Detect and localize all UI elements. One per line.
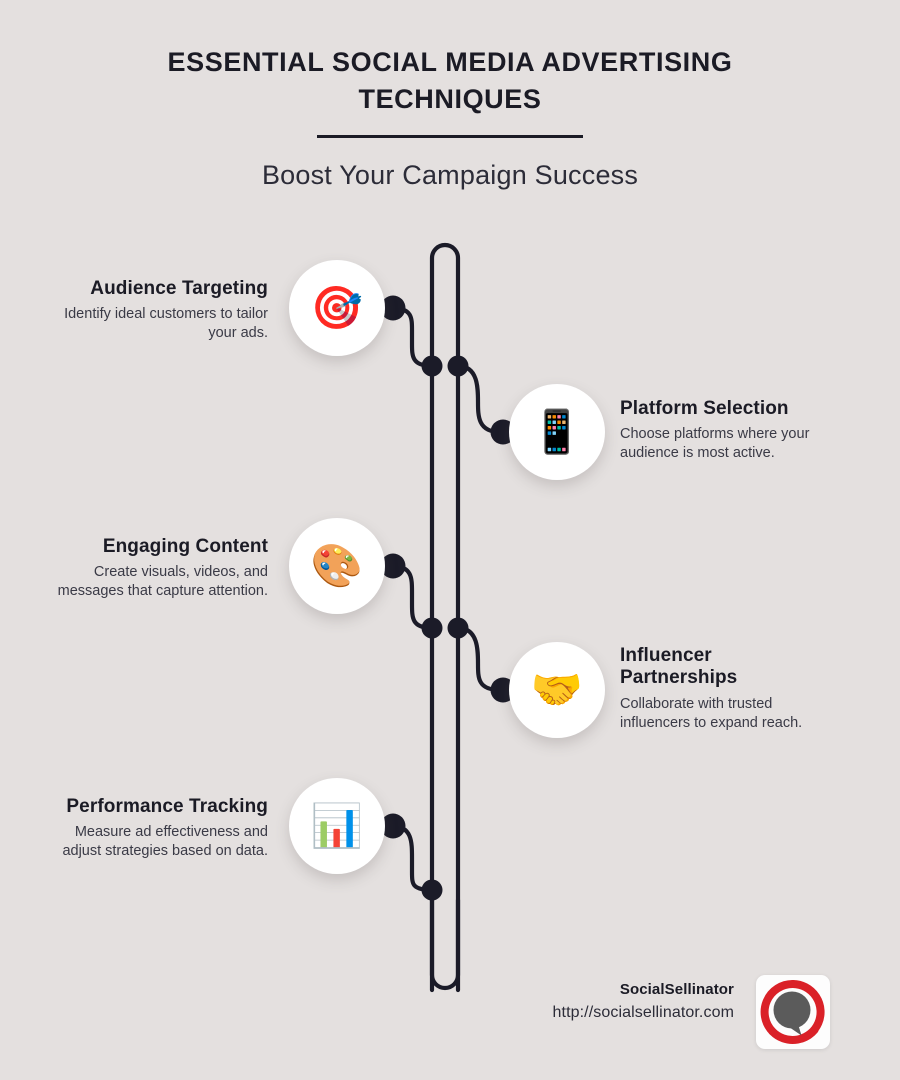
brand-name: SocialSellinator: [619, 981, 734, 998]
connector-node: [421, 617, 443, 639]
step-desc-4: Collaborate with trusted influencers to …: [620, 695, 803, 731]
page-title: Essential Social Media Advertising Techn…: [167, 47, 733, 115]
step-desc-2: Choose platforms where your audience is …: [620, 426, 810, 462]
footer-branding: SocialSellinator http://socialsellinator…: [470, 975, 830, 1055]
connector-node: [421, 879, 443, 901]
step-text-1: Audience Targeting Identify ideal custom…: [53, 278, 268, 343]
page-subtitle: Boost Your Campaign Success: [261, 159, 639, 190]
title-divider: [317, 134, 583, 138]
step-title-3: Engaging Content: [102, 536, 268, 557]
step-title-1: Audience Targeting: [90, 278, 268, 299]
step-text-2: Platform Selection Choose platforms wher…: [620, 398, 825, 463]
step-title-5: Performance Tracking: [66, 796, 268, 817]
step-icon-circle-5: 📊: [289, 778, 385, 874]
artist-palette-icon: 🎨: [310, 542, 364, 589]
mobile-phone-icon: 📱: [530, 408, 584, 455]
brand-url[interactable]: http://socialsellinator.com: [552, 1004, 734, 1021]
bar-chart-icon: 📊: [310, 802, 364, 849]
step-desc-3: Create visuals, videos, and messages tha…: [57, 564, 268, 600]
step-text-4: Influencer Partnerships Collaborate with…: [620, 645, 825, 733]
step-desc-5: Measure ad effectiveness and adjust stra…: [62, 824, 268, 860]
connector-node: [447, 355, 469, 377]
step-title-2: Platform Selection: [620, 398, 789, 419]
step-text-3: Engaging Content Create visuals, videos,…: [53, 536, 268, 601]
step-text-5: Performance Tracking Measure ad effectiv…: [53, 796, 268, 861]
step-title-4: Influencer Partnerships: [620, 645, 738, 689]
socialsellinator-speech-bubble-logo[interactable]: [756, 975, 830, 1049]
step-icon-circle-3: 🎨: [289, 518, 385, 614]
dart-target-icon: 🎯: [310, 284, 364, 331]
step-desc-1: Identify ideal customers to tailor your …: [64, 306, 268, 342]
brand-text-block: SocialSellinator http://socialsellinator…: [484, 981, 734, 1022]
infographic-header: Essential Social Media Advertising Techn…: [0, 44, 900, 191]
step-icon-circle-2: 📱: [509, 384, 605, 480]
connector-node: [421, 355, 443, 377]
step-icon-circle-1: 🎯: [289, 260, 385, 356]
step-icon-circle-4: 🤝: [509, 642, 605, 738]
connector-node: [447, 617, 469, 639]
handshake-icon: 🤝: [530, 666, 584, 713]
